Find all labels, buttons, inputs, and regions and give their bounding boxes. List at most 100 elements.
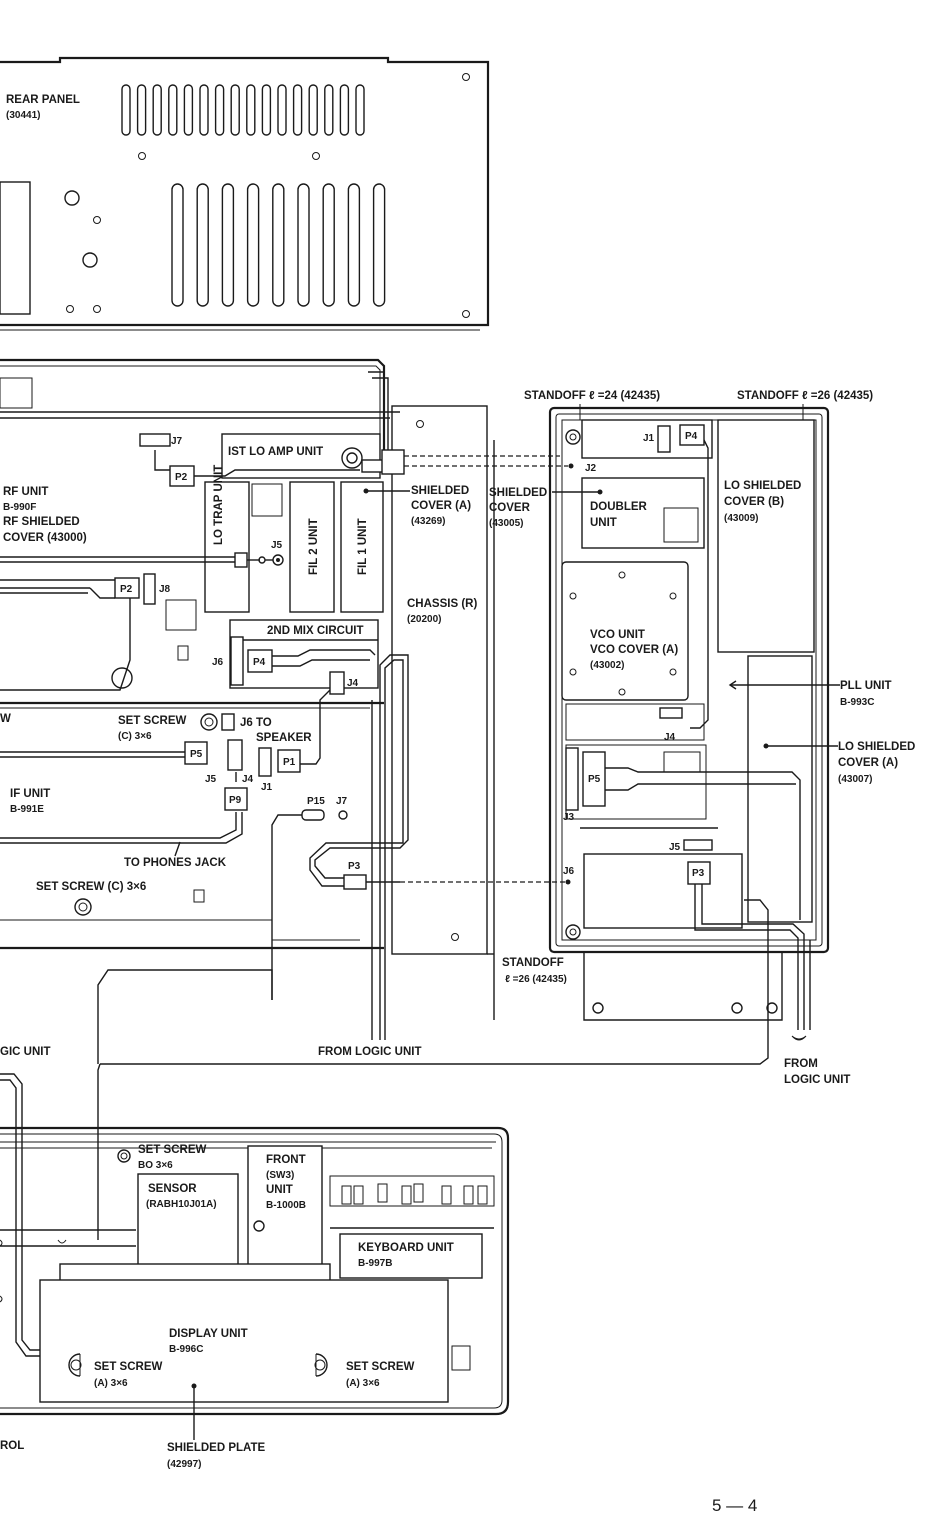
p5-pll-label: P5 [588, 774, 601, 785]
sensor-part: (RABH10J01A) [146, 1199, 217, 1210]
vent-slot [372, 183, 386, 307]
vent-slot [347, 183, 361, 307]
second-mix-label: 2ND MIX CIRCUIT [267, 625, 363, 637]
shielded-cover-2-part: (43005) [489, 518, 523, 529]
vent-slot [308, 84, 318, 136]
vent-slot [214, 84, 225, 136]
pll-section: STANDOFF ℓ =24 (42435) STANDOFF ℓ =26 (4… [100, 390, 915, 1086]
vent-slot [221, 183, 235, 307]
j1-if-label: J1 [261, 782, 273, 793]
set-screw-bo-size: BO 3×6 [138, 1160, 173, 1171]
fil1-unit [340, 481, 384, 613]
w-label: W [0, 713, 11, 725]
rf-unit-code: B-990F [3, 502, 36, 513]
j5-pll-label: J5 [669, 842, 681, 853]
shielded-cover-2-label: SHIELDED [489, 487, 547, 499]
bottom-vent-slots [171, 183, 386, 307]
vent-slot [339, 84, 350, 136]
shielded-cover-a-label: SHIELDED [411, 485, 469, 497]
vent-slot [183, 84, 194, 136]
lo-shielded-b-part: (43009) [724, 513, 758, 524]
front-sw3-unit [247, 1145, 323, 1267]
j6-mix-label: J6 [212, 657, 224, 668]
display-unit-code: B-996C [169, 1344, 203, 1355]
vent-slot [196, 183, 209, 307]
shielded-cover-a-part: (43269) [411, 516, 445, 527]
from-logic-mid-label: FROM LOGIC UNIT [318, 1046, 422, 1058]
p2-rf-label: P2 [120, 584, 133, 595]
standoff-bottom-label: STANDOFF [502, 957, 564, 969]
p1-label: P1 [283, 757, 296, 768]
set-screw-c-label: SET SCREW [118, 715, 187, 727]
if-section: W SET SCREW (C) 3×6 J6 TO SPEAKER P5 J5 … [0, 654, 409, 1040]
p3-if-label: P3 [348, 861, 361, 872]
shielded-plate-label: SHIELDED PLATE [167, 1442, 266, 1454]
p4-mix-label: P4 [253, 657, 266, 668]
keyboard-connector-pins [341, 1183, 488, 1205]
p2-top-label: P2 [175, 472, 188, 483]
fil2-unit [289, 481, 335, 613]
front-panel: SET SCREW BO 3×6 SENSOR (RABH10J01A) FRO… [0, 1126, 510, 1470]
rf-cover-label: COVER (43000) [3, 532, 87, 544]
p3-pll-label: P3 [692, 868, 705, 879]
vent-slot [168, 84, 178, 136]
to-phones-label: TO PHONES JACK [124, 857, 227, 869]
rf-shielded-label: RF SHIELDED [3, 516, 80, 528]
vco-unit [561, 561, 689, 701]
vent-slot [246, 183, 260, 307]
vent-slot [199, 84, 209, 136]
rear-panel: REAR PANEL (30441) [0, 56, 490, 331]
lo-trap-unit [204, 481, 250, 613]
j3-label: J3 [563, 812, 575, 823]
if-unit-label: IF UNIT [10, 788, 50, 800]
from-logic-right-label: FROM [784, 1058, 818, 1070]
keyboard-pin [441, 1185, 452, 1205]
front-unit-label-3: UNIT [266, 1184, 293, 1196]
vent-slot [136, 84, 147, 136]
top-vent-slots [121, 84, 365, 136]
j2-label: J2 [585, 463, 597, 474]
j4-if-label: J4 [242, 774, 254, 785]
fil1-label: FIL 1 UNIT [357, 518, 369, 575]
keyboard-pin [477, 1185, 488, 1205]
page-number: 5 — 4 [712, 1496, 757, 1515]
if-unit-code: B-991E [10, 804, 44, 815]
set-screw-bo-label: SET SCREW [138, 1144, 207, 1156]
keyboard-pin [401, 1185, 412, 1205]
sensor-label: SENSOR [148, 1183, 197, 1195]
rear-panel-part: (30441) [6, 110, 40, 121]
set-screw-c-size: (C) 3×6 [118, 731, 152, 742]
keyboard-pin [353, 1185, 364, 1205]
j8-label: J8 [159, 584, 171, 595]
rear-panel-label: REAR PANEL [6, 94, 80, 106]
keyboard-pin [413, 1183, 424, 1203]
j6-speaker-label-2: SPEAKER [256, 732, 312, 744]
standoff-24-label: STANDOFF ℓ =24 (42435) [524, 390, 660, 402]
j5-if-label: J5 [205, 774, 217, 785]
rol-label: ROL [0, 1440, 24, 1452]
p4-pll-label: P4 [685, 431, 698, 442]
vent-slot [230, 84, 240, 136]
set-screw-a-left-label: SET SCREW [94, 1361, 163, 1373]
set-screw-a-left-size: (A) 3×6 [94, 1378, 128, 1389]
chassis-r-part: (20200) [407, 614, 441, 625]
logic-cables: GIC UNIT FROM LOGIC UNIT [0, 969, 422, 1357]
shielded-cover-2-label-2: COVER [489, 502, 531, 514]
rf-section: CHASSIS (R) (20200) IST LO AMP UNIT J7 P… [0, 358, 568, 1020]
j7-if-label: J7 [336, 796, 348, 807]
lo-shielded-b-label: LO SHIELDED [724, 480, 801, 492]
keyboard-unit [339, 1233, 483, 1279]
vent-slot [246, 84, 256, 136]
vco-cover-label: VCO COVER (A) [590, 644, 678, 656]
shielded-cover-a-label-2: COVER (A) [411, 500, 471, 512]
j7-label: J7 [171, 436, 183, 447]
standoff-26-top-label: STANDOFF ℓ =26 (42435) [737, 390, 873, 402]
from-logic-right-label-2: LOGIC UNIT [784, 1074, 850, 1086]
display-unit-label: DISPLAY UNIT [169, 1328, 248, 1340]
set-screw-a-right-label: SET SCREW [346, 1361, 415, 1373]
keyboard-pin [377, 1183, 388, 1203]
lo-trap-label: LO TRAP UNIT [213, 465, 225, 545]
keyboard-pin [463, 1185, 474, 1205]
display-unit [39, 1279, 449, 1403]
